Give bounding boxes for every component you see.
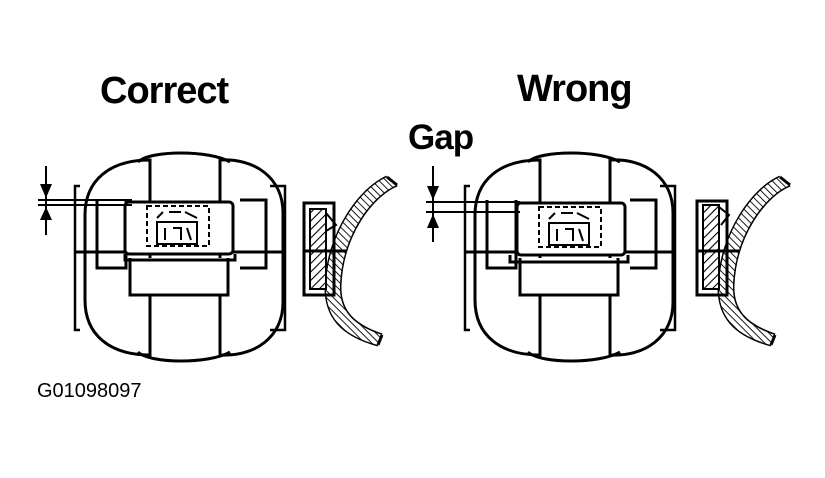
correct-section-view xyxy=(302,175,398,347)
correct-assembly xyxy=(73,151,287,363)
correct-label: Correct xyxy=(100,70,229,112)
gap-label: Gap xyxy=(408,118,474,157)
wrong-label: Wrong xyxy=(517,68,633,110)
figure-code: G01098097 xyxy=(37,380,142,402)
gap-dimension-arrows xyxy=(426,166,520,242)
correct-dimension-arrows xyxy=(38,166,132,235)
wrong-assembly xyxy=(463,151,677,363)
wrong-section-view xyxy=(695,175,791,347)
